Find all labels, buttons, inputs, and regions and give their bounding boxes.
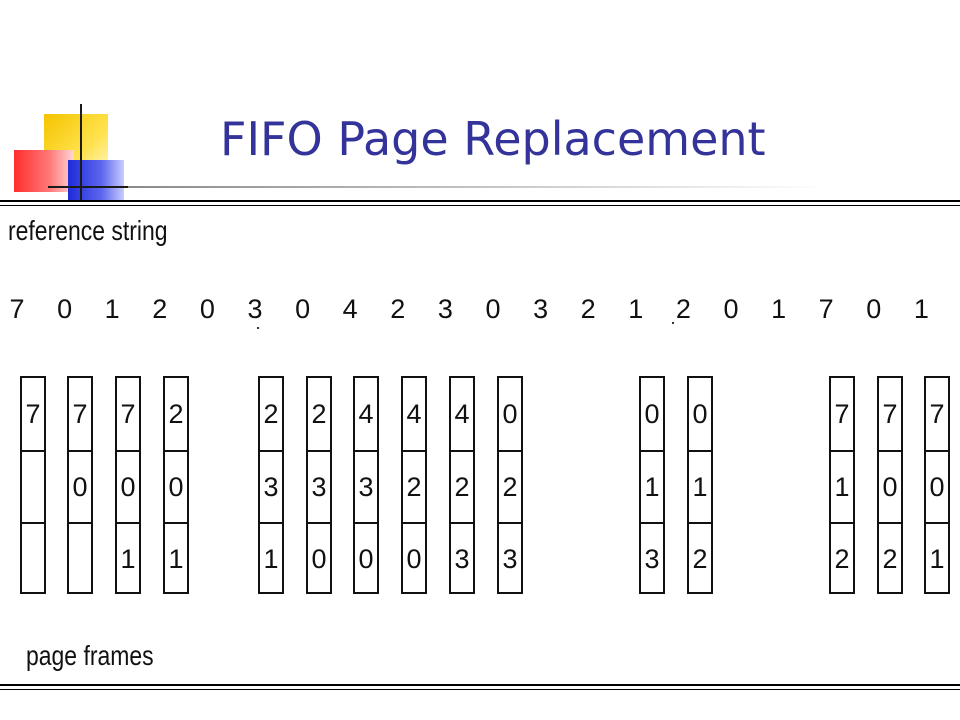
frame-slot: 1: [926, 522, 948, 594]
frame-slot: 2: [311, 398, 327, 429]
frame-slot: 3: [641, 522, 663, 594]
stray-dot: [257, 327, 259, 329]
stray-dot: [672, 322, 674, 324]
frame-slot: 0: [117, 450, 139, 522]
frame-slot: [69, 522, 91, 594]
frame-slot: 4: [454, 398, 470, 429]
frame-slot: 7: [882, 398, 898, 429]
frame-slot: 1: [117, 522, 139, 594]
title-underline: [128, 186, 828, 188]
frame-slot: 2: [168, 398, 184, 429]
frame-slot: 0: [403, 522, 425, 594]
reference-number: 0: [485, 294, 501, 324]
page-frame-column: 7: [20, 376, 46, 594]
slide-title: FIFO Page Replacement: [220, 112, 766, 166]
frame-slot: 4: [358, 398, 374, 429]
frame-slot: 4: [406, 398, 422, 429]
frame-slot: 7: [929, 398, 945, 429]
frame-slot: 0: [308, 522, 330, 594]
top-rule-thin: [0, 205, 960, 206]
frame-slot: 3: [308, 450, 330, 522]
frame-slot: 2: [451, 450, 473, 522]
reference-number: 2: [390, 294, 406, 324]
frame-slot: [22, 522, 44, 594]
reference-number: 3: [247, 294, 263, 324]
frame-slot: 3: [499, 522, 521, 594]
frame-slot: 2: [831, 522, 853, 594]
reference-number: 0: [199, 294, 215, 324]
reference-number: 1: [628, 294, 644, 324]
top-rule: [0, 200, 960, 202]
frame-slot: 3: [355, 450, 377, 522]
slide-logo: [0, 0, 140, 210]
frame-slot: 0: [926, 450, 948, 522]
reference-number: 0: [57, 294, 73, 324]
frame-slot: 0: [692, 398, 708, 429]
reference-number: 3: [437, 294, 453, 324]
bottom-rule: [0, 684, 960, 686]
reference-number: 1: [913, 294, 929, 324]
frame-slot: 0: [502, 398, 518, 429]
logo-vertical-line: [80, 104, 82, 200]
frame-slot: 0: [165, 450, 187, 522]
frame-slot: 3: [260, 450, 282, 522]
frame-slot: 2: [689, 522, 711, 594]
reference-number: 2: [152, 294, 168, 324]
frame-slot: 7: [120, 398, 136, 429]
reference-number: 7: [9, 294, 25, 324]
reference-number: 7: [818, 294, 834, 324]
reference-number: 4: [342, 294, 358, 324]
page-frames-label: page frames: [26, 640, 154, 671]
logo-horizontal-line: [48, 186, 138, 188]
reference-number: 2: [675, 294, 691, 324]
bottom-rule-thin: [0, 689, 960, 690]
frame-slot: 7: [72, 398, 88, 429]
logo-blue-square: [68, 160, 124, 200]
frame-slot: 0: [355, 522, 377, 594]
reference-number: 1: [104, 294, 120, 324]
frame-slot: 1: [165, 522, 187, 594]
frame-slot: 2: [263, 398, 279, 429]
logo-red-square: [14, 150, 74, 192]
frame-slot: 1: [689, 450, 711, 522]
frame-slot: [22, 450, 44, 522]
frame-slot: 7: [834, 398, 850, 429]
frame-slot: 7: [25, 398, 41, 429]
reference-number: 0: [866, 294, 882, 324]
reference-number: 0: [723, 294, 739, 324]
frame-slot: 3: [451, 522, 473, 594]
reference-number: 0: [295, 294, 311, 324]
frame-slot: 2: [403, 450, 425, 522]
frame-slot: 2: [879, 522, 901, 594]
frame-slot: 1: [641, 450, 663, 522]
frame-slot: 0: [69, 450, 91, 522]
frame-slot: 1: [831, 450, 853, 522]
frame-slot: 1: [260, 522, 282, 594]
frame-slot: 0: [644, 398, 660, 429]
reference-string-label: reference string: [8, 215, 168, 246]
frame-slot: 0: [879, 450, 901, 522]
frame-slot: 2: [499, 450, 521, 522]
reference-number: 1: [771, 294, 787, 324]
reference-number: 3: [533, 294, 549, 324]
reference-number: 2: [580, 294, 596, 324]
